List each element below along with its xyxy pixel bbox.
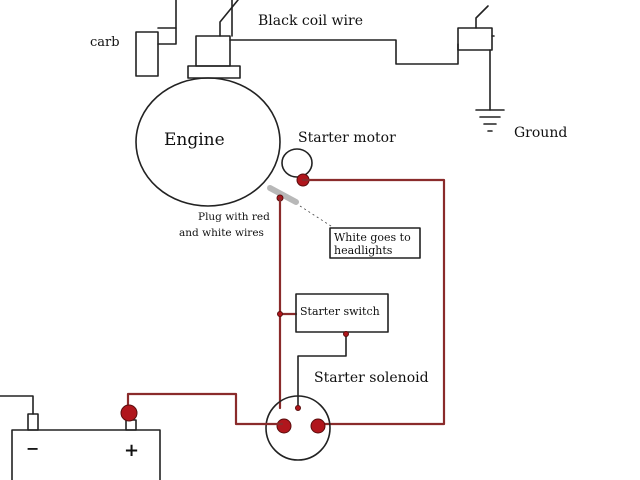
coil-base <box>187 65 241 79</box>
plug-label-line2: and white wires <box>179 227 264 239</box>
starter-cable <box>301 178 446 426</box>
carb-body <box>135 31 159 77</box>
switch-to-solenoid-wire <box>297 331 347 407</box>
battery-pos-terminal <box>120 404 138 422</box>
kill-switch-lever <box>475 5 489 29</box>
ignition-coil <box>187 0 241 79</box>
engine-label: Engine <box>164 130 225 150</box>
coil-lead <box>219 0 239 37</box>
solenoid-left-terminal <box>276 418 292 434</box>
battery <box>0 395 161 480</box>
switch-junction <box>277 311 283 317</box>
battery-neg-post <box>27 413 39 431</box>
battery-ground-wire <box>0 395 34 415</box>
battery-cable <box>126 392 284 426</box>
headlights-note-box <box>329 227 421 259</box>
battery-pos-post <box>125 419 137 431</box>
solenoid-trigger-terminal <box>295 405 301 411</box>
starter-switch-label: Starter switch <box>300 305 380 318</box>
starter-motor-circle <box>281 148 313 178</box>
carb <box>135 0 177 77</box>
coil-body <box>195 35 231 67</box>
carb-top <box>157 27 177 45</box>
engine-circle <box>135 77 281 207</box>
kill-switch <box>457 5 495 111</box>
black-coil-wire-label: Black coil wire <box>258 13 363 29</box>
carb-label: carb <box>90 35 120 50</box>
kill-switch-box <box>457 27 493 51</box>
battery-plus-label: + <box>124 440 139 461</box>
solenoid-right-terminal <box>310 418 326 434</box>
plug-label-line1: Plug with red <box>198 211 270 223</box>
ground-label: Ground <box>514 125 567 141</box>
plug-body <box>267 185 299 205</box>
battery-case <box>11 429 161 480</box>
headlights-note-line1: White goes to <box>334 231 411 244</box>
white-wire-leader <box>299 205 335 229</box>
ground-symbol <box>475 109 505 132</box>
wire-plug <box>267 185 299 205</box>
black-coil-wire <box>229 39 459 65</box>
solenoid-circle <box>265 395 331 461</box>
starter-motor-label: Starter motor <box>298 130 396 146</box>
starter-solenoid-label: Starter solenoid <box>314 370 429 386</box>
starter-switch-box <box>295 293 389 333</box>
switch-out-terminal <box>343 331 349 337</box>
headlights-note-line2: headlights <box>334 244 393 257</box>
battery-minus-label: − <box>26 439 39 458</box>
